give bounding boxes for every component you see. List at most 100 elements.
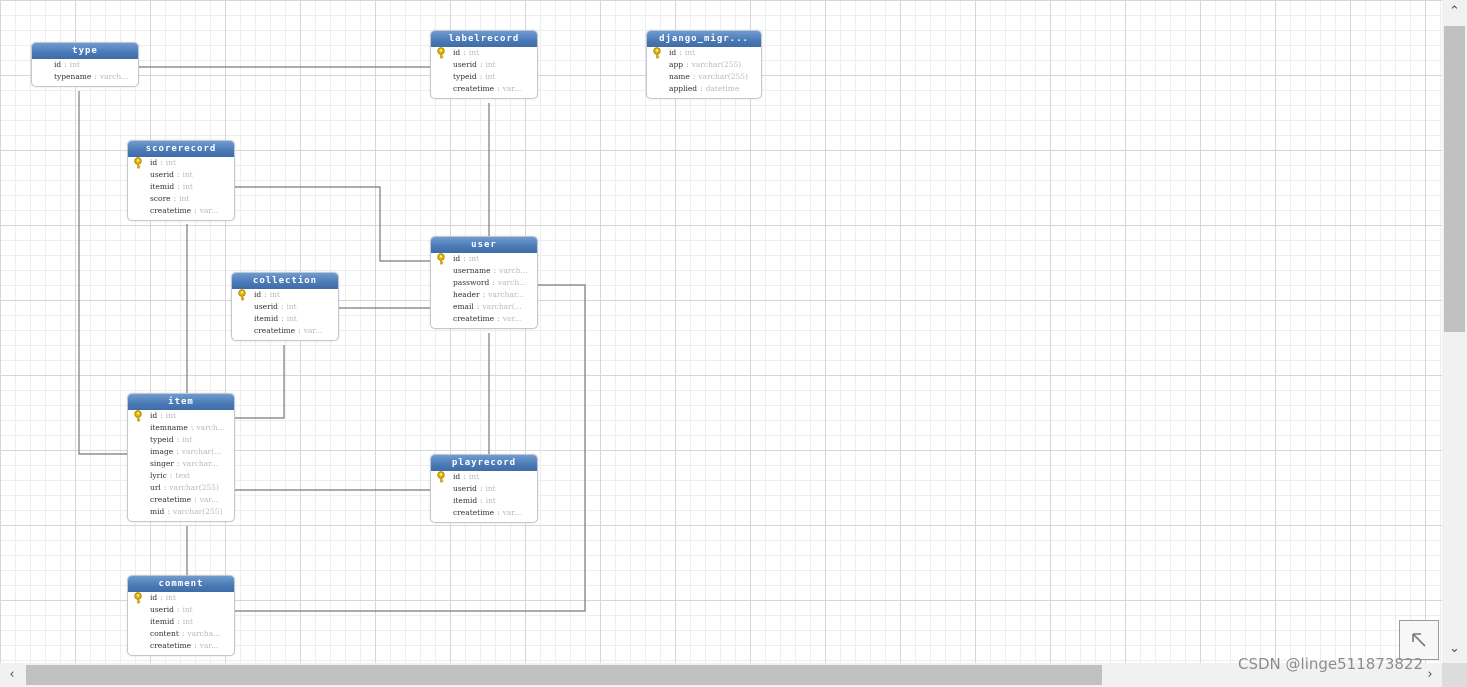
field-name: createtime [453,314,495,323]
table-field[interactable]: singer:varchar... [128,458,234,470]
field-separator: : [194,495,197,504]
field-separator: : [479,72,483,81]
relation-line-type-item[interactable] [78,91,127,455]
table-field[interactable]: image:varchar(... [128,446,234,458]
table-title[interactable]: type [32,43,138,59]
vertical-scroll-thumb[interactable] [1444,26,1465,332]
table-field[interactable]: createtime:var... [431,313,537,325]
field-separator: : [476,302,480,311]
field-separator: : [497,508,500,517]
table-field[interactable]: createtime:var... [431,83,537,95]
outline-button[interactable] [1399,620,1439,660]
table-field[interactable]: userid:int [232,301,338,313]
table-title[interactable]: comment [128,576,234,592]
field-type: varchar(... [482,302,522,311]
table-field[interactable]: itemid:int [431,495,537,507]
table-field[interactable]: typeid:int [431,71,537,83]
table-field[interactable]: createtime:var... [128,205,234,217]
table-field[interactable]: applied:datetime [647,83,761,95]
table-field[interactable]: url:varchar(255) [128,482,234,494]
relation-line-scorerecord-user[interactable] [233,186,430,262]
table-field[interactable]: userid:int [431,483,537,495]
table-field[interactable]: userid:int [128,604,234,616]
table-field[interactable]: id:int [647,47,761,59]
relation-line-collection-item[interactable] [233,345,285,419]
table-field[interactable]: typeid:int [128,434,234,446]
table-field[interactable]: email:varchar(... [431,301,537,313]
field-name: app [669,60,684,69]
table-field[interactable]: createtime:var... [232,325,338,337]
chevron-up-icon[interactable]: ⌃ [1449,4,1460,19]
chevron-right-icon[interactable]: › [1427,667,1433,682]
field-type: var... [502,314,522,323]
field-separator: : [176,605,180,614]
table-field[interactable]: typename:varch... [32,71,138,83]
field-type: var... [199,206,219,215]
field-name: header [453,290,480,299]
table-field[interactable]: id:int [431,47,537,59]
table-field[interactable]: app:varchar(255) [647,59,761,71]
table-title[interactable]: user [431,237,537,253]
table-field[interactable]: id:int [431,253,537,265]
table-field[interactable]: content:varcha... [128,628,234,640]
table-field[interactable]: id:int [128,410,234,422]
key-icon [436,471,446,483]
chevron-left-icon[interactable]: ‹ [9,667,15,682]
table-field[interactable]: lyric:text [128,470,234,482]
chevron-down-icon[interactable]: ⌄ [1449,641,1460,656]
table-field[interactable]: id:int [232,289,338,301]
table-field[interactable]: userid:int [128,169,234,181]
field-type: datetime [705,84,740,93]
table-field[interactable]: username:varch... [431,265,537,277]
horizontal-scroll-thumb[interactable] [26,665,1102,685]
table-field[interactable]: name:varchar(255) [647,71,761,83]
table-title[interactable]: item [128,394,234,410]
table-field[interactable]: userid:int [431,59,537,71]
table-field[interactable]: itemid:int [232,313,338,325]
field-name: itemid [254,314,279,323]
field-separator: : [173,194,177,203]
table-field[interactable]: createtime:var... [128,494,234,506]
table-field[interactable]: itemid:int [128,616,234,628]
field-name: id [453,48,461,57]
vertical-scrollbar[interactable]: ⌃ ⌄ [1442,0,1467,663]
field-separator: : [298,326,301,335]
table-field[interactable]: mid:varchar(255) [128,506,234,518]
table-field[interactable]: score:int [128,193,234,205]
field-separator: : [190,423,194,432]
horizontal-scrollbar[interactable]: ‹ › [0,663,1442,687]
table-title[interactable]: collection [232,273,338,289]
field-name: createtime [254,326,296,335]
field-name: mid [150,507,165,516]
field-name: createtime [453,508,495,517]
relation-line-user-comment[interactable] [233,284,586,612]
table-field[interactable]: password:varch... [431,277,537,289]
table-field[interactable]: id:int [128,592,234,604]
table-field[interactable]: id:int [128,157,234,169]
field-name: password [453,278,490,287]
table-field[interactable]: itemid:int [128,181,234,193]
field-type: int [182,617,193,626]
field-name: id [150,411,158,420]
table-field[interactable]: itemname:varch... [128,422,234,434]
table-field[interactable]: createtime:var... [431,507,537,519]
field-name: id [453,472,461,481]
table-title[interactable]: django_migr... [647,31,761,47]
table-field[interactable]: id:int [32,59,138,71]
table-title[interactable]: labelrecord [431,31,537,47]
table-title[interactable]: scorerecord [128,141,234,157]
table-field[interactable]: header:varchar... [431,289,537,301]
table-title[interactable]: playrecord [431,455,537,471]
table-field[interactable]: id:int [431,471,537,483]
table-field[interactable]: createtime:var... [128,640,234,652]
